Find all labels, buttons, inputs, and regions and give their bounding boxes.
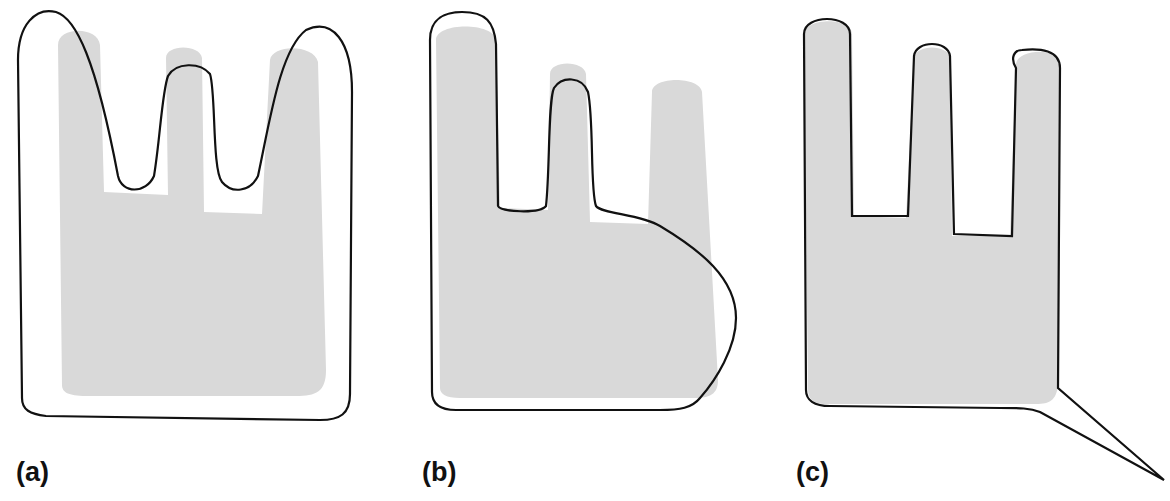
grey-region [804, 21, 1060, 404]
panel-label: (c) [796, 459, 829, 486]
panel-label: (b) [422, 459, 456, 486]
panel-label: (a) [16, 459, 49, 486]
grey-region [436, 27, 718, 399]
shape-outline [804, 19, 1164, 480]
shape-outline [430, 12, 736, 410]
shape-outline [18, 11, 352, 420]
